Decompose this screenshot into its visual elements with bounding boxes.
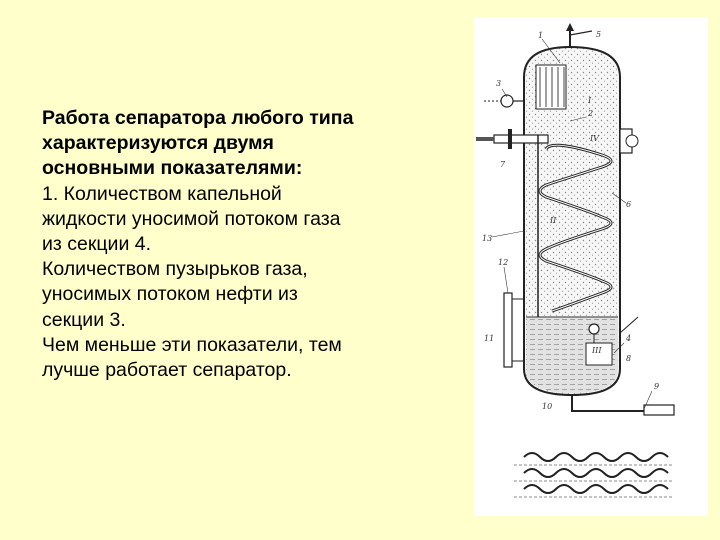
text-line: характеризуются двумя xyxy=(42,132,274,155)
shelf-detail xyxy=(514,452,674,498)
label-1: 1 xyxy=(538,31,543,40)
label-13: 13 xyxy=(482,234,492,243)
label-6: 6 xyxy=(626,200,631,209)
separator-drawing: 1 5 3 2 7 6 13 12 11 4 8 9 10 I IV II II… xyxy=(476,23,675,498)
inlet-pipe xyxy=(476,129,549,149)
section-2: II xyxy=(549,216,557,225)
text-line: Работа сепаратора любого типа xyxy=(42,107,354,129)
text-line: Количеством пузырьков газа, xyxy=(42,258,308,281)
separator-diagram: 1 5 3 2 7 6 13 12 11 4 8 9 10 I IV II II… xyxy=(474,17,708,516)
section-1: I xyxy=(587,96,592,105)
label-5: 5 xyxy=(596,30,601,39)
float-valve xyxy=(585,316,639,366)
section-4: IV xyxy=(589,134,600,143)
leader-lines xyxy=(491,38,653,410)
slide-text: Работа сепаратора любого типа характериз… xyxy=(42,106,442,383)
label-10: 10 xyxy=(542,402,552,411)
label-8: 8 xyxy=(626,354,631,363)
gas-outlet xyxy=(566,23,593,47)
text-line: уносимых потоком нефти из xyxy=(42,283,298,306)
pressure-gauge xyxy=(484,94,524,108)
level-gauge xyxy=(503,292,524,368)
text-line: жидкости уносимой потоком газа xyxy=(42,207,341,230)
vessel-shell xyxy=(523,45,621,397)
inclined-shelves xyxy=(537,135,613,317)
text-line: лучше работает сепаратор. xyxy=(42,359,292,382)
text-line: из секции 4. xyxy=(42,233,152,256)
section-3: III xyxy=(591,346,602,355)
figure-labels: 1 5 3 2 7 6 13 12 11 4 8 9 10 I IV II II… xyxy=(482,30,659,411)
label-7: 7 xyxy=(500,160,506,169)
label-11: 11 xyxy=(484,334,494,343)
label-9: 9 xyxy=(654,382,659,391)
text-line: 1. Количеством капельной xyxy=(42,182,282,205)
text-line: основными показателями: xyxy=(42,157,303,180)
label-3: 3 xyxy=(496,79,501,88)
text-line: Чем меньше эти показатели, тем xyxy=(42,333,342,356)
oil-outlet xyxy=(571,395,675,416)
right-nozzle xyxy=(619,128,639,154)
text-line: секции 3. xyxy=(42,308,126,331)
label-4: 4 xyxy=(625,334,631,343)
label-2: 2 xyxy=(587,109,593,118)
drop-catcher xyxy=(535,64,567,110)
label-12: 12 xyxy=(498,258,508,267)
